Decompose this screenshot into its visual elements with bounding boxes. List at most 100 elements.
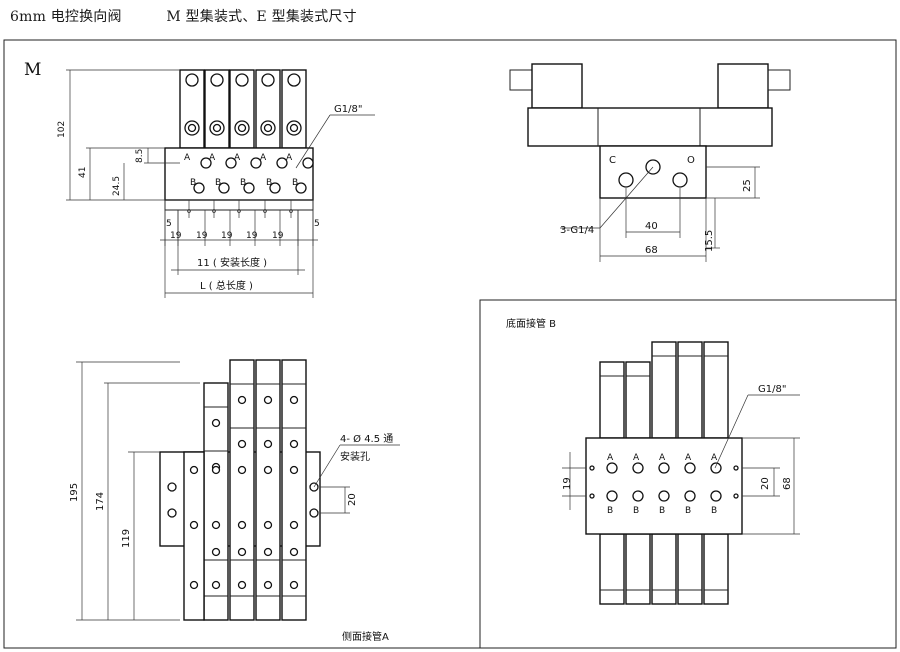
pipe-port: [263, 580, 273, 590]
mount-slot-hole: [187, 209, 191, 213]
bottom-port-b-label: B: [711, 506, 717, 516]
pipe-port: [237, 520, 247, 530]
pipe-port: [211, 418, 221, 428]
coil-nut-icon: [210, 73, 224, 87]
port-b: [243, 182, 255, 194]
valve-stack-bottom: [599, 533, 625, 605]
bottom-view-frame: [479, 299, 897, 649]
dim-174: 174: [95, 492, 106, 511]
pipe-port: [211, 465, 221, 475]
bottom-port-b: [658, 490, 670, 502]
valve-stack: [229, 359, 255, 621]
port-a-label: A: [184, 153, 191, 163]
coil-nut-inner-icon: [289, 123, 299, 133]
coil-nut-inner-icon: [212, 123, 222, 133]
dim-24-5: 24.5: [112, 176, 122, 196]
bottom-port-b: [710, 490, 722, 502]
mount-hole: [167, 508, 177, 518]
pipe-port: [237, 395, 247, 405]
panel-label-m: M: [24, 60, 41, 80]
pitch-value: 19: [170, 231, 182, 241]
pipe-port: [189, 465, 199, 475]
valve-stack-bottom: [651, 533, 677, 605]
pipe-port: [263, 547, 273, 557]
valve-stack-top: [625, 361, 651, 439]
port-a: [200, 157, 212, 169]
bottom-port-a: [606, 462, 618, 474]
header-title-left: 6mm 电控换向阀: [10, 9, 122, 25]
pipe-port: [237, 439, 247, 449]
bottom-port-b: [606, 490, 618, 502]
dim-edge-right: 5: [314, 219, 320, 229]
front-solenoid-coils: [179, 69, 307, 149]
mount-slot-hole: [212, 209, 216, 213]
coil-nut-inner-icon: [187, 123, 197, 133]
coil-nut-icon: [185, 73, 199, 87]
total-length-label: L ( 总长度 ): [200, 279, 253, 292]
bottom-port-a: [710, 462, 722, 474]
bottom-port-a: [658, 462, 670, 474]
port-b: [218, 182, 230, 194]
header-title-right: M 型集装式、E 型集装式尺寸: [166, 9, 357, 25]
dim-41: 41: [78, 167, 88, 178]
side-label-o: O: [687, 155, 695, 166]
left-connector: [509, 69, 533, 91]
port-a-label: A: [260, 153, 267, 163]
coil-nut-inner-icon: [237, 123, 247, 133]
dim-68-b: 68: [782, 477, 793, 490]
bottom-pipe-stacks: [599, 341, 729, 605]
pipe-port: [189, 580, 199, 590]
pipe-port: [237, 465, 247, 475]
valve-body: [527, 107, 773, 147]
side-port-c: [618, 172, 634, 188]
bottom-port-a: [684, 462, 696, 474]
pipe-port: [289, 547, 299, 557]
pipe-port: [237, 580, 247, 590]
valve-stack-top: [703, 341, 729, 439]
pipe-port: [211, 580, 221, 590]
pipe-port: [263, 439, 273, 449]
bottom-port-a: [632, 462, 644, 474]
bottom-port-a-label: A: [633, 453, 640, 463]
bottom-port-a-label: A: [607, 453, 614, 463]
right-connector: [767, 69, 791, 91]
pipe-port: [237, 547, 247, 557]
side-view: C O 3-G1/4 40 68 25 15.5: [509, 63, 791, 262]
bottom-port-b-label: B: [685, 506, 691, 516]
port-b-label: B: [240, 178, 246, 188]
mount-hole: [167, 482, 177, 492]
pipe-port: [289, 465, 299, 475]
pipe-port: [211, 520, 221, 530]
valve-stack-bottom: [703, 533, 729, 605]
bottom-port-a-label: A: [711, 453, 718, 463]
port-a-label: A: [286, 153, 293, 163]
pipe-port: [263, 520, 273, 530]
bottom-mount-hole: [733, 493, 739, 499]
valve-stack-bottom: [625, 533, 651, 605]
port-a-label: A: [234, 153, 241, 163]
install-length-label: 11 ( 安装长度 ): [197, 256, 267, 269]
port-b: [193, 182, 205, 194]
port-a: [225, 157, 237, 169]
side-thread-label: 3-G1/4: [560, 225, 594, 236]
pipe-port: [189, 520, 199, 530]
bottom-port-b: [632, 490, 644, 502]
bottom-port-b-label: B: [607, 506, 613, 516]
pipe-port: [211, 547, 221, 557]
port-b: [269, 182, 281, 194]
port-a-label: A: [209, 153, 216, 163]
side-label-c: C: [609, 155, 616, 166]
pitch-value: 19: [221, 231, 233, 241]
dim-20-a: 20: [347, 493, 358, 506]
coil-nut-icon: [235, 73, 249, 87]
hole-note-line2: 安装孔: [340, 450, 370, 463]
dim-15-5: 15.5: [704, 230, 715, 252]
bottom-mount-hole: [589, 493, 595, 499]
pipe-port: [289, 580, 299, 590]
port-a: [250, 157, 262, 169]
bottom-port-a-label: A: [685, 453, 692, 463]
pipe-port: [289, 439, 299, 449]
